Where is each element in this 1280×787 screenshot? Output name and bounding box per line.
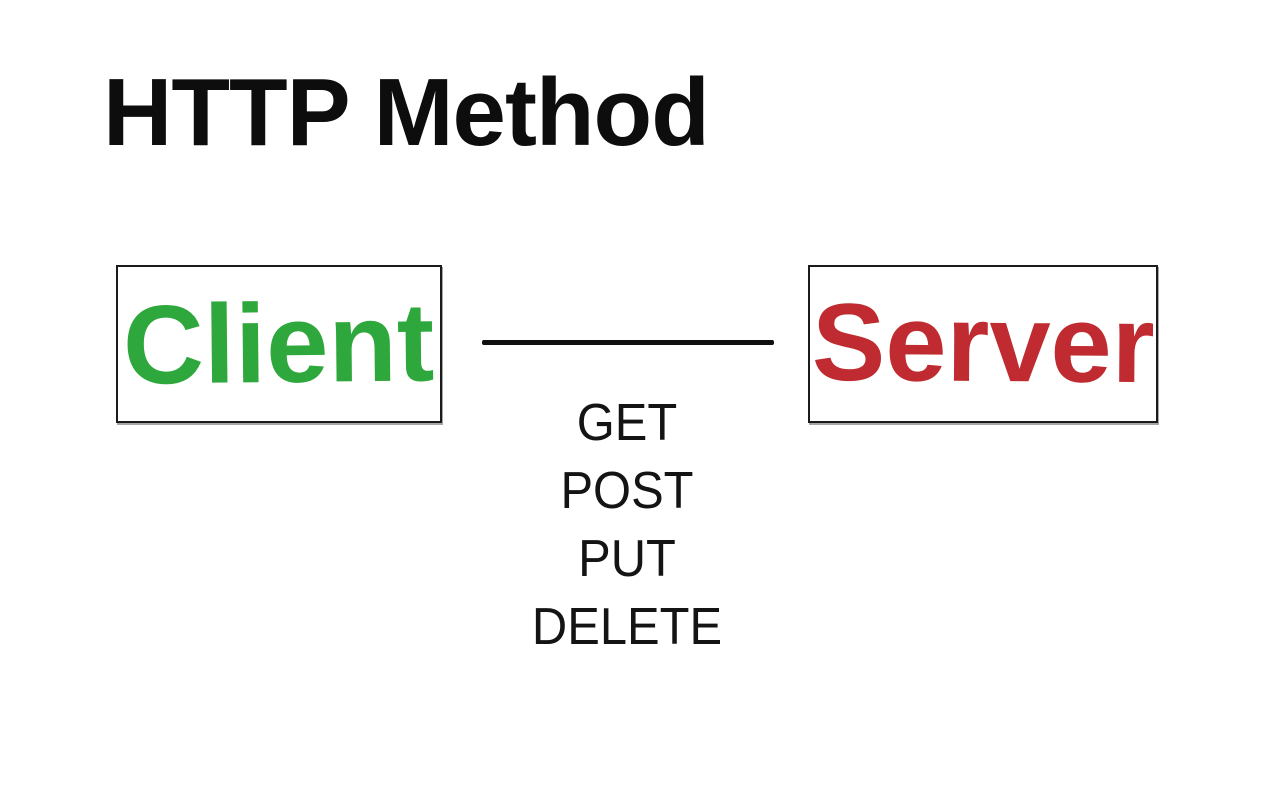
- client-label: Client: [122, 279, 436, 408]
- diagram-title: HTTP Method: [103, 59, 710, 166]
- method-get: GET: [576, 394, 678, 452]
- server-label: Server: [811, 280, 1155, 407]
- client-node-box: Client: [116, 265, 442, 423]
- http-methods-list: GET POST PUT DELETE: [486, 389, 768, 661]
- client-server-connector-line: [482, 340, 774, 345]
- method-post: POST: [560, 462, 694, 520]
- method-delete: DELETE: [531, 598, 723, 656]
- server-node-box: Server: [808, 265, 1158, 423]
- method-put: PUT: [578, 530, 676, 588]
